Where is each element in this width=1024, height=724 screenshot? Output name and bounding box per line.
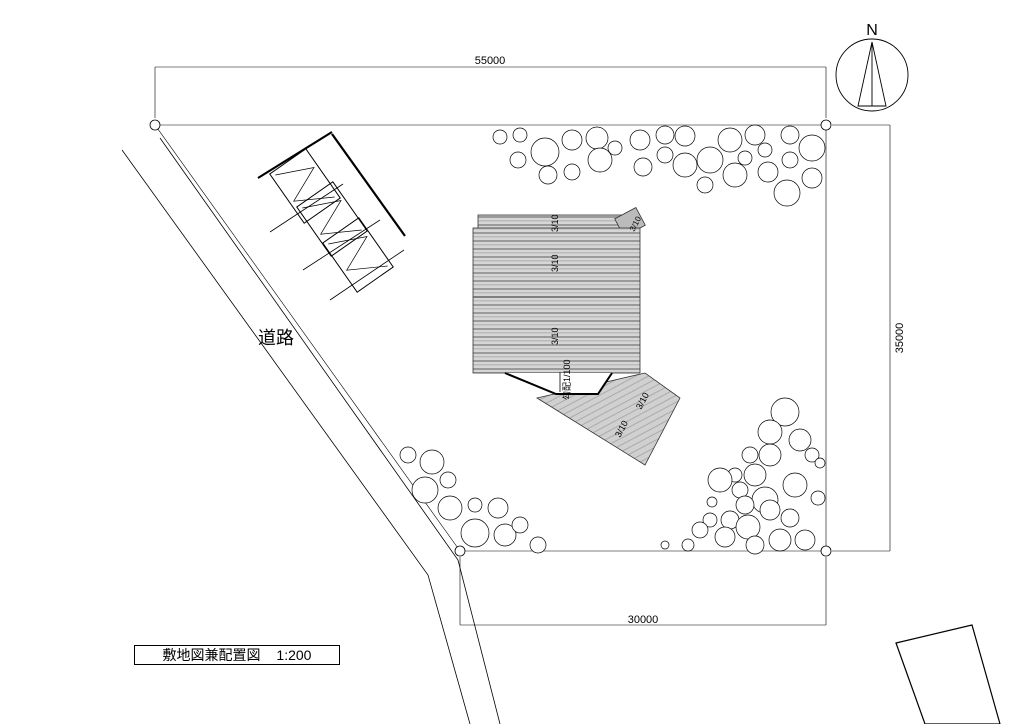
tree-icon bbox=[702, 512, 718, 528]
dimension-bottom-label: 30000 bbox=[628, 614, 659, 626]
tree-icon bbox=[706, 496, 718, 508]
drawing-scale: 1:200 bbox=[276, 647, 312, 663]
tree-icon bbox=[419, 449, 445, 475]
tree-icon bbox=[745, 535, 765, 555]
tree-icon bbox=[781, 151, 799, 169]
tree-icon bbox=[798, 134, 826, 162]
tree-icon bbox=[411, 476, 439, 504]
tree-icon bbox=[735, 514, 761, 540]
tree-icon bbox=[714, 526, 736, 548]
building-roof bbox=[472, 206, 681, 466]
tree-icon bbox=[674, 125, 696, 147]
tree-icon bbox=[759, 499, 781, 521]
tree-icon bbox=[633, 157, 653, 177]
parking-spaces bbox=[257, 131, 406, 301]
tree-icon bbox=[696, 146, 724, 174]
dimension-top-label: 55000 bbox=[475, 55, 506, 67]
tree-icon bbox=[587, 147, 613, 173]
tree-icon bbox=[585, 126, 609, 150]
tree-icon bbox=[460, 518, 490, 548]
tree-icon bbox=[722, 162, 748, 188]
tree-icon bbox=[660, 540, 670, 550]
tree-icon bbox=[437, 495, 463, 521]
north-arrow-icon bbox=[835, 38, 909, 112]
tree-icon bbox=[770, 397, 800, 427]
trees bbox=[399, 124, 826, 555]
tree-icon bbox=[681, 538, 695, 552]
tree-icon bbox=[814, 457, 826, 469]
dimension-right bbox=[832, 124, 891, 552]
dimension-top bbox=[154, 66, 827, 118]
road-label: 道路 bbox=[258, 328, 294, 348]
tree-icon bbox=[511, 516, 529, 534]
tree-icon bbox=[741, 446, 759, 464]
tree-icon bbox=[512, 127, 528, 143]
gutter-slope-label: 勾配1/100 bbox=[561, 359, 572, 400]
tree-icon bbox=[493, 523, 517, 547]
boundary-corner-markers bbox=[149, 119, 832, 557]
tree-icon bbox=[696, 176, 714, 194]
tree-icon bbox=[810, 490, 826, 506]
tree-icon bbox=[487, 497, 509, 519]
tree-icon bbox=[629, 129, 651, 151]
tree-icon bbox=[757, 161, 779, 183]
tree-icon bbox=[743, 463, 767, 487]
drawing-title-box: 敷地図兼配置図 1:200 bbox=[134, 645, 340, 665]
tree-icon bbox=[731, 481, 749, 499]
svg-text:3/10: 3/10 bbox=[550, 214, 560, 232]
road-edges bbox=[121, 137, 501, 724]
tree-icon bbox=[492, 129, 508, 145]
tree-icon bbox=[530, 137, 560, 167]
tree-icon bbox=[538, 165, 558, 185]
tree-icon bbox=[757, 419, 783, 445]
tree-icon bbox=[758, 443, 782, 467]
tree-icon bbox=[735, 495, 755, 515]
tree-icon bbox=[773, 179, 801, 207]
tree-icon bbox=[656, 146, 674, 164]
north-label: N bbox=[866, 22, 878, 39]
tree-icon bbox=[439, 471, 457, 489]
tree-icon bbox=[804, 447, 820, 463]
tree-icon bbox=[801, 167, 823, 189]
tree-icon bbox=[707, 467, 733, 493]
tree-icon bbox=[737, 150, 753, 166]
tree-icon bbox=[399, 446, 417, 464]
tree-icon bbox=[561, 129, 583, 151]
drawing-title: 敷地図兼配置図 bbox=[162, 647, 261, 663]
tree-icon bbox=[529, 536, 547, 554]
tree-icon bbox=[780, 508, 800, 528]
tree-icon bbox=[782, 472, 808, 498]
tree-icon bbox=[509, 151, 527, 169]
tree-icon bbox=[672, 152, 698, 178]
tree-icon bbox=[744, 124, 766, 146]
dimension-right-label: 35000 bbox=[894, 323, 906, 354]
svg-text:3/10: 3/10 bbox=[550, 327, 560, 345]
tree-icon bbox=[780, 125, 800, 145]
tree-icon bbox=[794, 529, 816, 551]
tree-icon bbox=[467, 497, 483, 513]
tree-icon bbox=[655, 125, 675, 145]
tree-icon bbox=[768, 528, 792, 552]
svg-text:3/10: 3/10 bbox=[550, 254, 560, 272]
tree-icon bbox=[717, 127, 743, 153]
tree-icon bbox=[788, 428, 812, 452]
tree-icon bbox=[757, 142, 773, 158]
neighbor-building bbox=[895, 624, 1001, 724]
dimension-bottom bbox=[459, 557, 827, 626]
tree-icon bbox=[563, 163, 581, 181]
tree-icon bbox=[607, 140, 623, 156]
tree-icon bbox=[691, 521, 709, 539]
